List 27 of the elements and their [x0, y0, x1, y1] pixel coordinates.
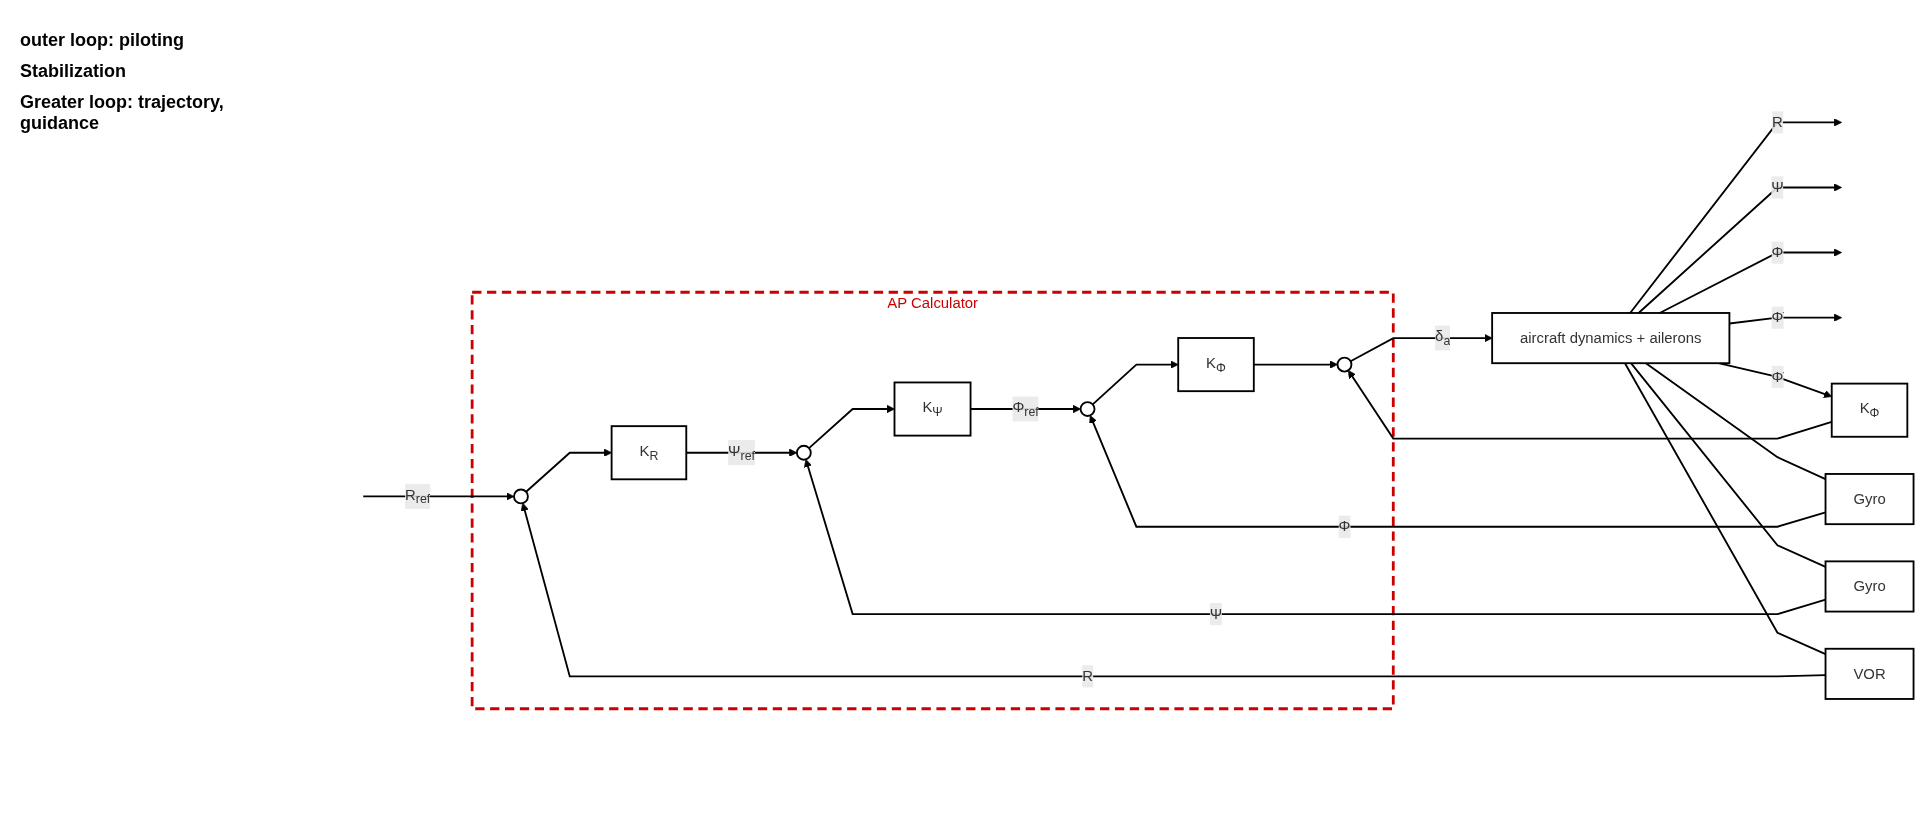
arrow — [525, 448, 612, 493]
block-box: aircraft dynamics + ailerons — [1491, 311, 1731, 365]
edge-label: Ψ — [1209, 605, 1223, 622]
arrow — [1091, 360, 1179, 406]
edge-label: Φ̇ — [1771, 309, 1784, 325]
block-box: K$_{Φ}$ — [1177, 337, 1255, 392]
summing-junction — [513, 488, 529, 505]
summing-junction — [1079, 401, 1096, 417]
arrow — [1629, 118, 1842, 314]
loop-label: Stabilization — [20, 61, 127, 82]
block-box: K$_{R}$ — [610, 425, 688, 481]
arrow — [808, 404, 895, 449]
summing-junction — [795, 444, 812, 461]
block-box: K$_{Ψ}$ — [893, 381, 972, 437]
block-box: Gyro — [1824, 472, 1915, 525]
edge-label: Φ — [1338, 518, 1351, 535]
edge-label: Φ — [1771, 244, 1784, 260]
block-box: VOR — [1824, 647, 1915, 700]
block-box: K$_{Φ̇}$ — [1830, 382, 1909, 438]
loop-label: Greater loop: trajectory, guidance — [20, 92, 225, 134]
loop-label: outer loop: piloting — [20, 30, 185, 51]
block-box: Gyro — [1824, 560, 1915, 613]
edge-label: R — [1082, 667, 1093, 684]
arrow — [1349, 333, 1493, 363]
summing-junction — [1336, 356, 1353, 373]
arrow — [1637, 183, 1842, 314]
edge-label: Φ̇ — [1771, 368, 1784, 385]
